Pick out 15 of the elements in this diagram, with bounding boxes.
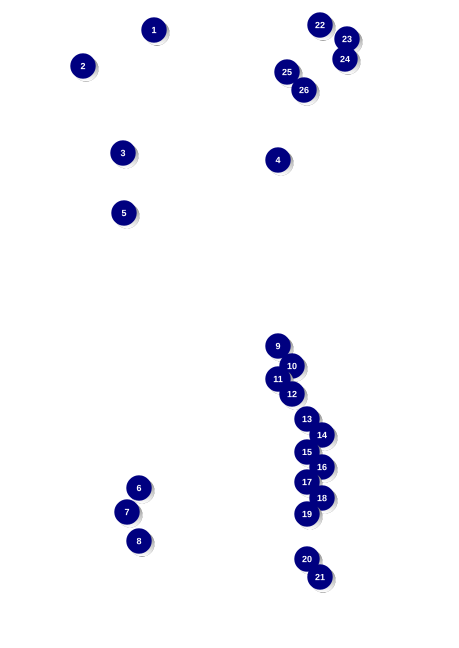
- callout-number: 1: [141, 17, 170, 46]
- callout-number: 26: [291, 77, 320, 106]
- callout-number: 22: [307, 12, 336, 40]
- callout-number: 24: [332, 46, 360, 74]
- callout-number: 8: [126, 528, 154, 556]
- callout-number: 21: [307, 564, 336, 592]
- callout-number: 3: [110, 140, 138, 168]
- callout-number: 14: [309, 422, 338, 450]
- callout-number: 19: [294, 501, 322, 530]
- callout-number: 2: [70, 53, 98, 82]
- callout-number: 4: [265, 147, 294, 176]
- callout-number: 7: [114, 499, 142, 528]
- callout-number: 12: [279, 381, 308, 410]
- callout-number: 5: [111, 200, 140, 228]
- callout-number: 6: [126, 475, 154, 504]
